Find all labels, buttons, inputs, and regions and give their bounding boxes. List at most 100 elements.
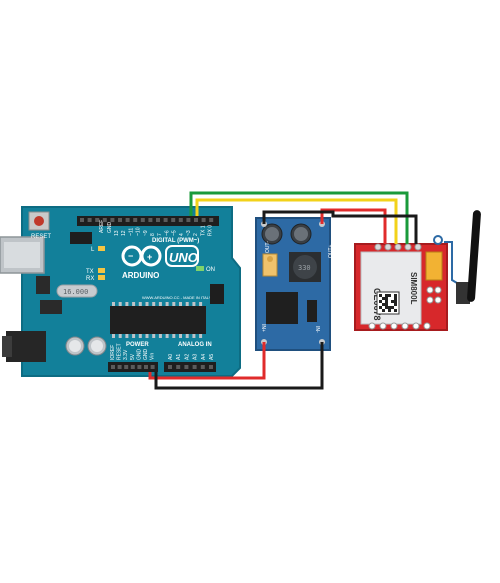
qr-cell bbox=[385, 306, 388, 309]
chip-leg bbox=[179, 302, 182, 306]
regulator-chip bbox=[40, 300, 62, 314]
arduino-brand: ARDUINO bbox=[122, 271, 159, 280]
power-pin-label: GND bbox=[143, 349, 149, 361]
chip-leg bbox=[165, 334, 169, 338]
reset-label: RESET bbox=[31, 234, 51, 240]
header-hole bbox=[117, 365, 122, 369]
qr-cell bbox=[379, 306, 382, 309]
qr-cell bbox=[394, 294, 397, 297]
header-hole bbox=[200, 365, 205, 369]
header-hole bbox=[184, 365, 189, 369]
sim800l-pin bbox=[401, 322, 409, 330]
header-hole bbox=[171, 218, 176, 222]
digital-pin-label: ~9 bbox=[143, 230, 149, 236]
chip-leg bbox=[172, 334, 176, 338]
aref-label: AREF bbox=[99, 220, 105, 233]
sim800l-side-pin bbox=[434, 286, 442, 294]
header-hole bbox=[201, 218, 206, 222]
digital-pin-label: 13 bbox=[114, 230, 120, 236]
logo-loop-right bbox=[140, 245, 162, 267]
sim800l-pin bbox=[394, 243, 402, 251]
chip-leg bbox=[199, 334, 203, 338]
qr-cell bbox=[394, 300, 397, 303]
chip-leg bbox=[185, 334, 189, 338]
wire-red-vin bbox=[148, 342, 266, 380]
qr-cell bbox=[382, 309, 385, 312]
qr-cell bbox=[382, 297, 385, 300]
led-rx bbox=[98, 275, 105, 280]
header-hole bbox=[156, 218, 160, 222]
header-hole bbox=[137, 365, 142, 369]
analog-pin-label: A3 bbox=[193, 354, 199, 360]
chip-leg bbox=[158, 302, 162, 306]
header-hole bbox=[80, 218, 84, 222]
usb-connector-face bbox=[4, 242, 40, 268]
icsp-header bbox=[210, 284, 224, 304]
qr-code-pattern bbox=[379, 294, 397, 312]
gnd-label-top: GND bbox=[107, 222, 113, 234]
chip-leg bbox=[172, 302, 176, 306]
header-hole bbox=[133, 218, 138, 222]
header-hole bbox=[176, 365, 181, 369]
qr-cell bbox=[388, 309, 391, 312]
in-plus-label: IN+ bbox=[260, 324, 266, 332]
sim800l-pin bbox=[390, 322, 398, 330]
reset-button-cap[interactable] bbox=[34, 216, 44, 226]
dc-barrel-jack-front bbox=[2, 336, 12, 357]
header-hole bbox=[111, 365, 115, 369]
converter-ic bbox=[266, 292, 298, 324]
header-hole bbox=[186, 218, 191, 222]
sim800l-pin bbox=[368, 322, 376, 330]
header-hole bbox=[110, 218, 115, 222]
sim800l-pin bbox=[404, 243, 412, 251]
digital-pin-label: ~6 bbox=[164, 230, 170, 236]
buck-converter-board: 330 OUT- OUT+ IN+ IN- bbox=[255, 217, 334, 351]
header-hole bbox=[102, 218, 107, 222]
antenna-whip bbox=[467, 210, 481, 302]
antenna-ufl-connector bbox=[433, 235, 443, 245]
header-hole bbox=[124, 365, 129, 369]
l-label: L bbox=[91, 247, 95, 253]
wire-yellow-rx bbox=[195, 198, 398, 244]
qr-cell bbox=[394, 309, 397, 312]
chip-leg bbox=[145, 302, 149, 306]
trim-potentiometer[interactable] bbox=[262, 253, 278, 277]
header-hole bbox=[148, 218, 153, 222]
inductor-label: 330 bbox=[298, 264, 311, 272]
converter-diode bbox=[307, 300, 317, 322]
gsm-antenna bbox=[433, 210, 481, 304]
tx-label: TX bbox=[86, 269, 94, 275]
qr-cell bbox=[391, 300, 394, 303]
in-minus-label: IN- bbox=[314, 326, 320, 333]
chip-leg bbox=[192, 334, 196, 338]
sim800l-side-pin bbox=[426, 286, 434, 294]
header-hole bbox=[140, 218, 145, 222]
sim800l-bottom-pins bbox=[368, 286, 442, 330]
sim800l-pin bbox=[374, 243, 382, 251]
out-minus-label: OUT- bbox=[265, 241, 271, 253]
digital-pin-label: TX 1 bbox=[200, 225, 206, 236]
header-hole bbox=[144, 365, 148, 369]
qr-cell bbox=[385, 297, 388, 300]
chip-leg bbox=[179, 334, 182, 338]
wire-green-tx bbox=[189, 191, 409, 244]
trim-potentiometer-screw[interactable] bbox=[267, 256, 273, 262]
analog-label: ANALOG IN bbox=[178, 342, 212, 348]
digital-pin-label: ~3 bbox=[186, 230, 192, 236]
header-hole bbox=[209, 365, 213, 369]
header-hole bbox=[95, 218, 100, 222]
chip-leg bbox=[138, 334, 142, 338]
digital-pin-label: 8 bbox=[150, 233, 156, 236]
digital-header bbox=[77, 216, 219, 226]
header-hole bbox=[178, 218, 183, 222]
capacitor-1-top bbox=[69, 340, 81, 352]
digital-header-label: DIGITAL (PWM~) bbox=[152, 238, 199, 244]
chip-leg bbox=[125, 334, 129, 338]
digital-pin-label: ~11 bbox=[128, 228, 134, 236]
chip-leg bbox=[199, 302, 203, 306]
analog-pin-label: A2 bbox=[184, 354, 190, 360]
on-label: ON bbox=[206, 267, 215, 273]
crystal-oscillator bbox=[56, 284, 98, 298]
